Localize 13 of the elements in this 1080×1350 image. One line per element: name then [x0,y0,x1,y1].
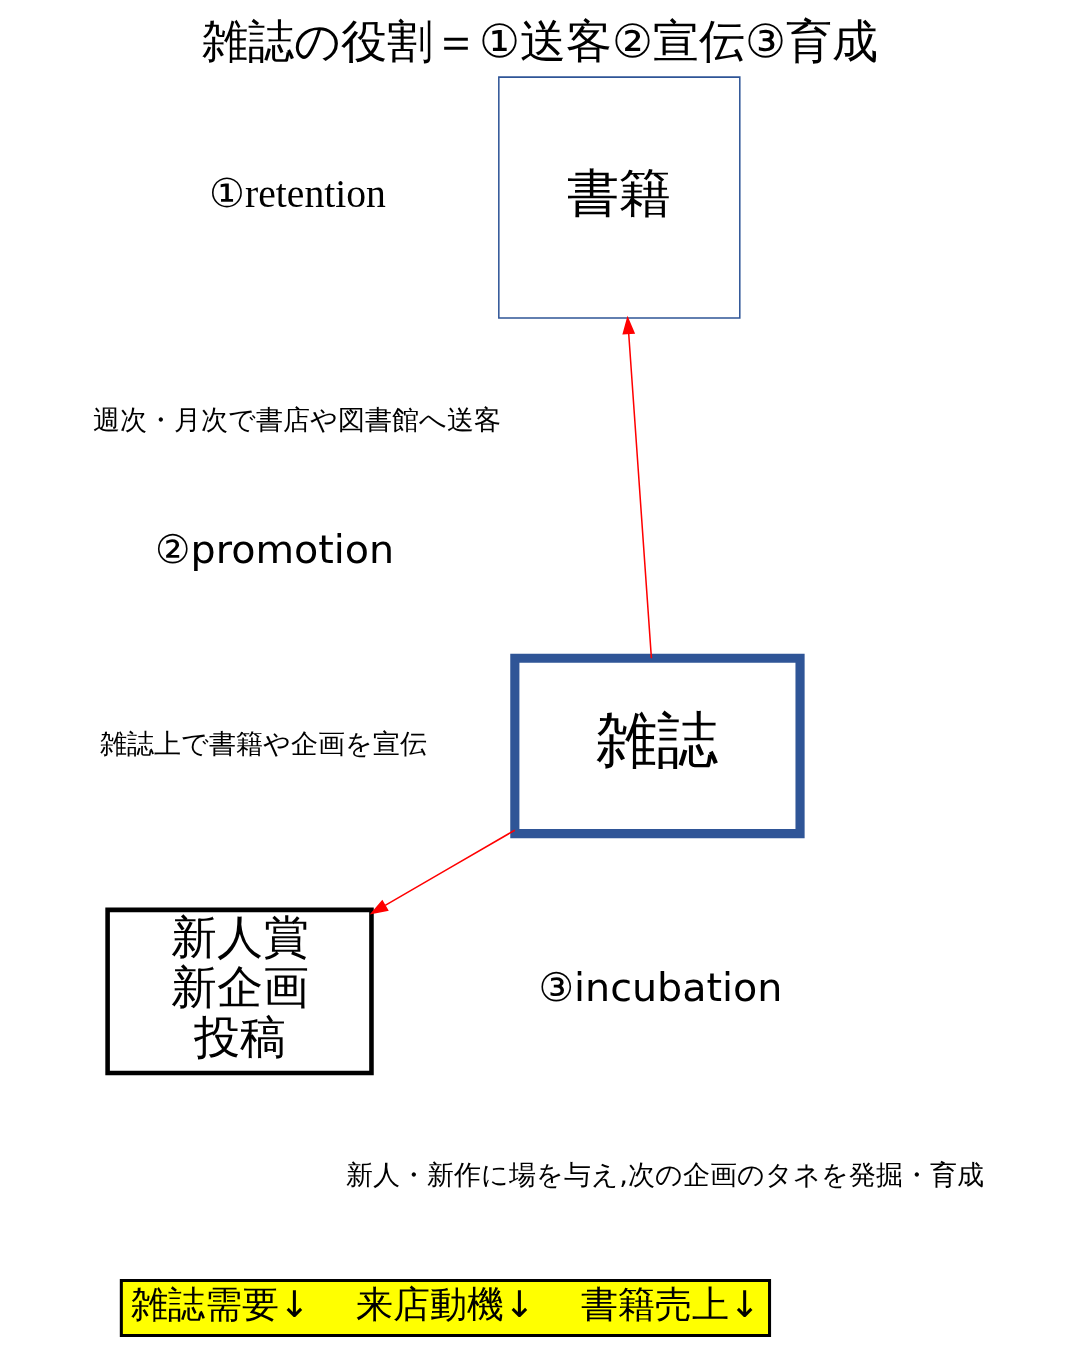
arrow [369,829,516,915]
node-box: 書籍 [498,76,741,319]
node-box: 雑誌需要↓ 来店動機↓ 書籍売上↓ [119,1279,772,1337]
label: 新人・新作に場を与え,次の企画のタネを発掘・育成 [346,1158,984,1190]
label: ②promotion [155,526,395,573]
label: ①retention [209,172,386,217]
label: 週次・月次で書店や図書館へ送客 [93,404,502,435]
diagram-title: 雑誌の役割＝①送客②宣伝③育成 [201,15,879,69]
arrow [622,315,653,659]
node-box: 雑誌 [510,653,805,839]
node-box: 新人賞 新企画 投稿 [105,907,374,1076]
label: 雑誌上で書籍や企画を宣伝 [100,727,428,759]
label: ③incubation [538,964,783,1011]
